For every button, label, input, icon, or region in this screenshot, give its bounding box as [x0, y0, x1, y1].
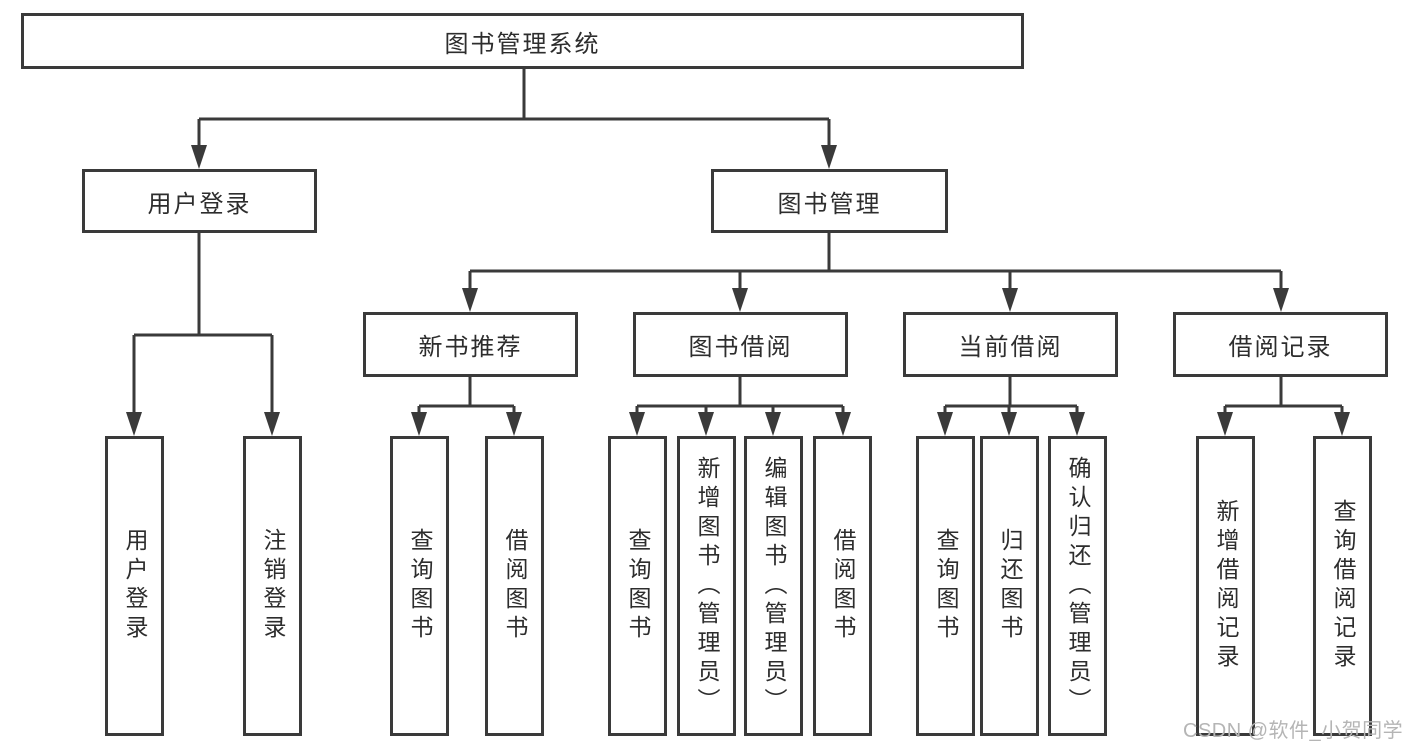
leaf-query-books-current: 查询图书 [916, 436, 975, 736]
node-label: 新增图书（管理员） [694, 455, 720, 717]
node-book-borrow: 图书借阅 [633, 312, 848, 377]
leaf-edit-book-admin: 编辑图书（管理员） [744, 436, 803, 736]
watermark: CSDN @软件_小贺同学 [1183, 720, 1404, 742]
node-label: 注销登录 [260, 528, 286, 644]
node-label: 新增借阅记录 [1213, 499, 1239, 673]
node-label: 确认归还（管理员） [1065, 455, 1091, 717]
leaf-logout: 注销登录 [243, 436, 302, 736]
leaf-return-book: 归还图书 [980, 436, 1039, 736]
node-label: 借阅记录 [1228, 334, 1333, 361]
node-label: 图书借阅 [688, 334, 793, 361]
node-label: 借阅图书 [502, 528, 528, 644]
node-label: 图书管理系统 [444, 30, 601, 58]
node-label: 归还图书 [997, 528, 1023, 644]
leaf-user-login: 用户登录 [105, 436, 164, 736]
leaf-borrow-books: 借阅图书 [813, 436, 872, 736]
leaf-query-books-borrow: 查询图书 [608, 436, 667, 736]
node-label: 用户登录 [147, 190, 252, 218]
node-book-management: 图书管理 [711, 169, 948, 233]
connector-borrow-records-branch [1217, 377, 1350, 436]
connector-current-borrow-branch [937, 377, 1085, 436]
connector-user-login-branch [126, 233, 280, 436]
connector-new-book-recommend-branch [411, 377, 522, 436]
node-label: 当前借阅 [958, 334, 1063, 361]
connector-book-management-branch [462, 233, 1289, 312]
leaf-query-books-recommend: 查询图书 [390, 436, 449, 736]
node-label: 查询图书 [625, 528, 651, 644]
node-label: 查询图书 [407, 528, 433, 644]
node-root: 图书管理系统 [21, 13, 1024, 69]
leaf-add-book-admin: 新增图书（管理员） [677, 436, 736, 736]
node-label: 借阅图书 [830, 528, 856, 644]
connector-root-to-level2 [191, 69, 837, 169]
node-label: 查询借阅记录 [1330, 499, 1356, 673]
leaf-add-borrow-record: 新增借阅记录 [1196, 436, 1255, 736]
leaf-query-borrow-record: 查询借阅记录 [1313, 436, 1372, 736]
node-user-login: 用户登录 [82, 169, 317, 233]
leaf-borrow-books-recommend: 借阅图书 [485, 436, 544, 736]
node-current-borrow: 当前借阅 [903, 312, 1118, 377]
node-label: 编辑图书（管理员） [761, 455, 787, 717]
connector-book-borrow-branch [629, 377, 851, 436]
node-label: 查询图书 [933, 528, 959, 644]
node-label: 新书推荐 [418, 334, 523, 361]
node-new-book-recommend: 新书推荐 [363, 312, 578, 377]
leaf-confirm-return-admin: 确认归还（管理员） [1048, 436, 1107, 736]
node-borrow-records: 借阅记录 [1173, 312, 1388, 377]
node-label: 用户登录 [122, 528, 148, 644]
node-label: 图书管理 [777, 190, 882, 218]
